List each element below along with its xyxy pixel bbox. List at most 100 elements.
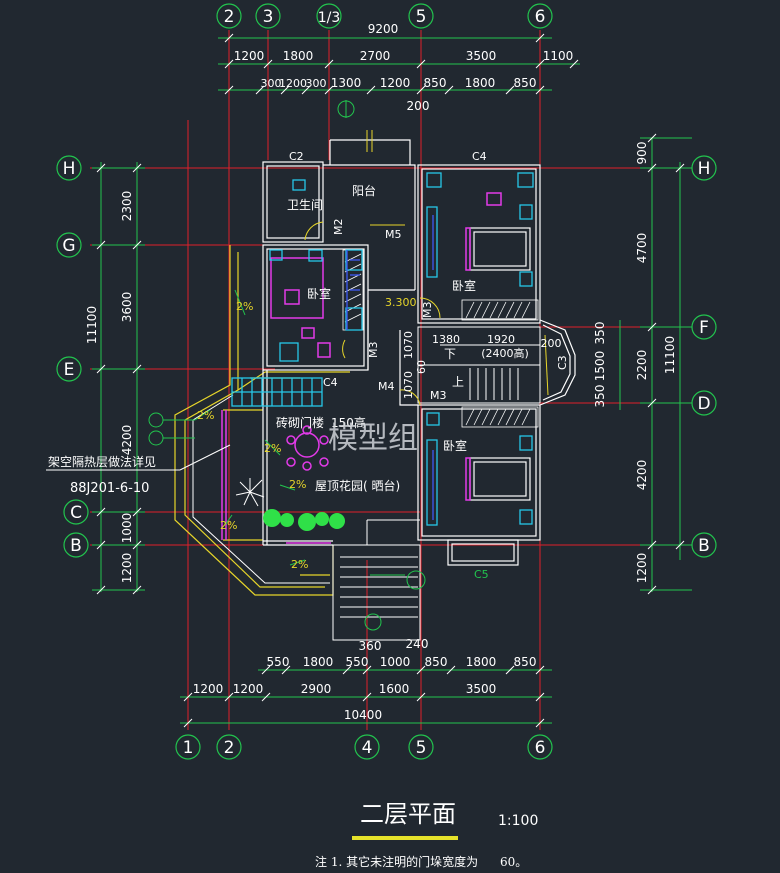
dimension-text-bottom: 360 240 550 1800 550 1000 850 1800 850 1… — [193, 637, 537, 722]
axis-right-1: H — [698, 159, 711, 179]
dim-inner-1070b: 1070 — [402, 371, 415, 399]
axis-top-4: 5 — [416, 7, 427, 27]
tag-m4: M4 — [378, 380, 395, 393]
dim-left-0: 2300 — [120, 191, 134, 222]
dimension-text-inner: 1380 1920 (2400高) 200 1070 60 1070 — [402, 331, 562, 399]
reference-label: 架空隔热层做法详见 — [48, 454, 156, 469]
stair-up: 上 — [452, 375, 464, 389]
tag-slope-3: 2% — [264, 442, 281, 455]
tag-c4-mid: C4 — [323, 376, 338, 389]
furniture-cyan — [231, 172, 534, 526]
dimension-text-top: 9200 1200 1800 2700 3500 1100 300 1200 3… — [234, 22, 574, 113]
axis-right-2: F — [699, 318, 709, 338]
dim-top-total: 9200 — [368, 22, 399, 36]
dim-top-r2-1: 1200 — [279, 77, 307, 90]
entrance-steps — [332, 519, 421, 641]
dim-right-3: 4200 — [635, 460, 649, 491]
axis-left-5: B — [70, 536, 82, 556]
axis-left-3: E — [64, 360, 75, 380]
axis-bottom-3: 4 — [362, 738, 373, 758]
dim-top-r1-0: 1200 — [234, 49, 265, 63]
dim-bottom-r2-4: 3500 — [466, 682, 497, 696]
room-pergola: 砖砌门楼 — [276, 415, 324, 430]
dim-top-r2-5: 850 — [424, 76, 447, 90]
dim-inner-1070a: 1070 — [402, 331, 415, 359]
dim-right-inner-0: 350 — [593, 322, 607, 345]
dim-bottom-r1-5: 1800 — [466, 655, 497, 669]
dim-top-r2-6: 1800 — [465, 76, 496, 90]
tag-m3-b: M3 — [367, 342, 380, 359]
axis-right-3: D — [697, 394, 710, 414]
dim-bottom-r1-1: 1800 — [303, 655, 334, 669]
dimension-text-left: 11100 2300 3600 4200 1000 1200 — [85, 191, 134, 584]
dim-right-0: 900 — [635, 142, 649, 165]
dim-bottom-r2-2: 2900 — [301, 682, 332, 696]
axis-top-2: 3 — [263, 7, 274, 27]
dim-left-3: 1000 — [120, 513, 134, 544]
axis-top-5: 6 — [535, 7, 546, 27]
tag-c2: C2 — [289, 150, 304, 163]
dim-right-inner-1: 1500 — [593, 351, 607, 382]
dim-right-inner-2: 350 — [593, 385, 607, 408]
dim-left-1: 3600 — [120, 292, 134, 323]
axis-left-4: C — [70, 503, 82, 523]
drawing-note-value: 60。 — [500, 855, 527, 869]
dim-bottom-r2-3: 1600 — [379, 682, 410, 696]
dim-top-r1-2: 2700 — [360, 49, 391, 63]
doors — [304, 130, 549, 406]
dim-inner-1380: 1380 — [432, 333, 460, 346]
dim-inner-height: (2400高) — [481, 346, 529, 360]
axis-bubbles — [56, 3, 717, 760]
axis-left-2: G — [62, 236, 75, 256]
dim-top-r2-7: 850 — [514, 76, 537, 90]
walls — [262, 139, 576, 566]
tag-m2: M2 — [332, 219, 345, 236]
axis-bottom-2: 2 — [224, 738, 235, 758]
tag-c5: C5 — [474, 568, 489, 581]
furniture-magenta — [221, 192, 502, 544]
dim-bottom-r1-6: 850 — [514, 655, 537, 669]
stair-down: 下 — [444, 347, 456, 361]
dim-right-2: 2200 — [635, 350, 649, 381]
room-bedroom-right-bottom: 卧室 — [443, 438, 467, 453]
reference-arrow — [179, 444, 231, 471]
stair — [417, 326, 541, 404]
dim-right-1: 4700 — [635, 233, 649, 264]
dim-top-r1-4: 1100 — [543, 49, 574, 63]
drawing-scale: 1:100 — [498, 813, 538, 829]
room-balcony: 阳台 — [352, 183, 376, 198]
dim-inner-1920: 1920 — [487, 333, 515, 346]
watermark: 模型组 — [328, 421, 418, 456]
dim-inner-60: 60 — [415, 360, 428, 374]
dim-bottom-total: 10400 — [344, 708, 382, 722]
dim-left-4: 1200 — [120, 553, 134, 584]
plant-green — [263, 509, 345, 531]
room-labels: 卫生间 阳台 卧室 卧室 卧室 屋顶花园( 晒台) 砖砌门楼 150高 下 上 — [276, 183, 476, 493]
blue-windows — [346, 215, 434, 520]
tag-m5: M5 — [385, 228, 402, 241]
dim-top-r2-0: 300 — [261, 77, 282, 90]
dim-bottom-r2-0: 1200 — [193, 682, 224, 696]
tag-elev: 3.300 — [385, 296, 417, 309]
dim-bottom-r2-1: 1200 — [233, 682, 264, 696]
dim-bottom-extra-0: 360 — [359, 639, 382, 653]
tag-slope-2: 2% — [197, 409, 214, 422]
axis-top-1: 2 — [224, 7, 235, 27]
tag-m3-c: M3 — [430, 389, 447, 402]
tag-c4-top: C4 — [472, 150, 487, 163]
tag-slope-4: 2% — [289, 478, 306, 491]
dim-bottom-r1-3: 1000 — [380, 655, 411, 669]
drawing-title: 二层平面 — [360, 800, 456, 828]
reference-code: 88J201-6-10 — [70, 481, 149, 496]
axis-bottom-5: 6 — [535, 738, 546, 758]
axis-labels: 2 3 1/3 5 6 1 2 4 5 6 H G E C B H F D B — [62, 7, 710, 758]
dim-bottom-r1-2: 550 — [346, 655, 369, 669]
dimension-text-right: 900 4700 2200 4200 1200 11100 350 1500 3… — [593, 142, 677, 584]
room-bedroom-left: 卧室 — [307, 286, 331, 301]
dim-top-r1-3: 3500 — [466, 49, 497, 63]
axis-right-4: B — [698, 536, 710, 556]
dim-inner-200: 200 — [541, 337, 562, 350]
axis-top-3: 1/3 — [318, 10, 341, 26]
dim-right-total: 11100 — [663, 336, 677, 374]
